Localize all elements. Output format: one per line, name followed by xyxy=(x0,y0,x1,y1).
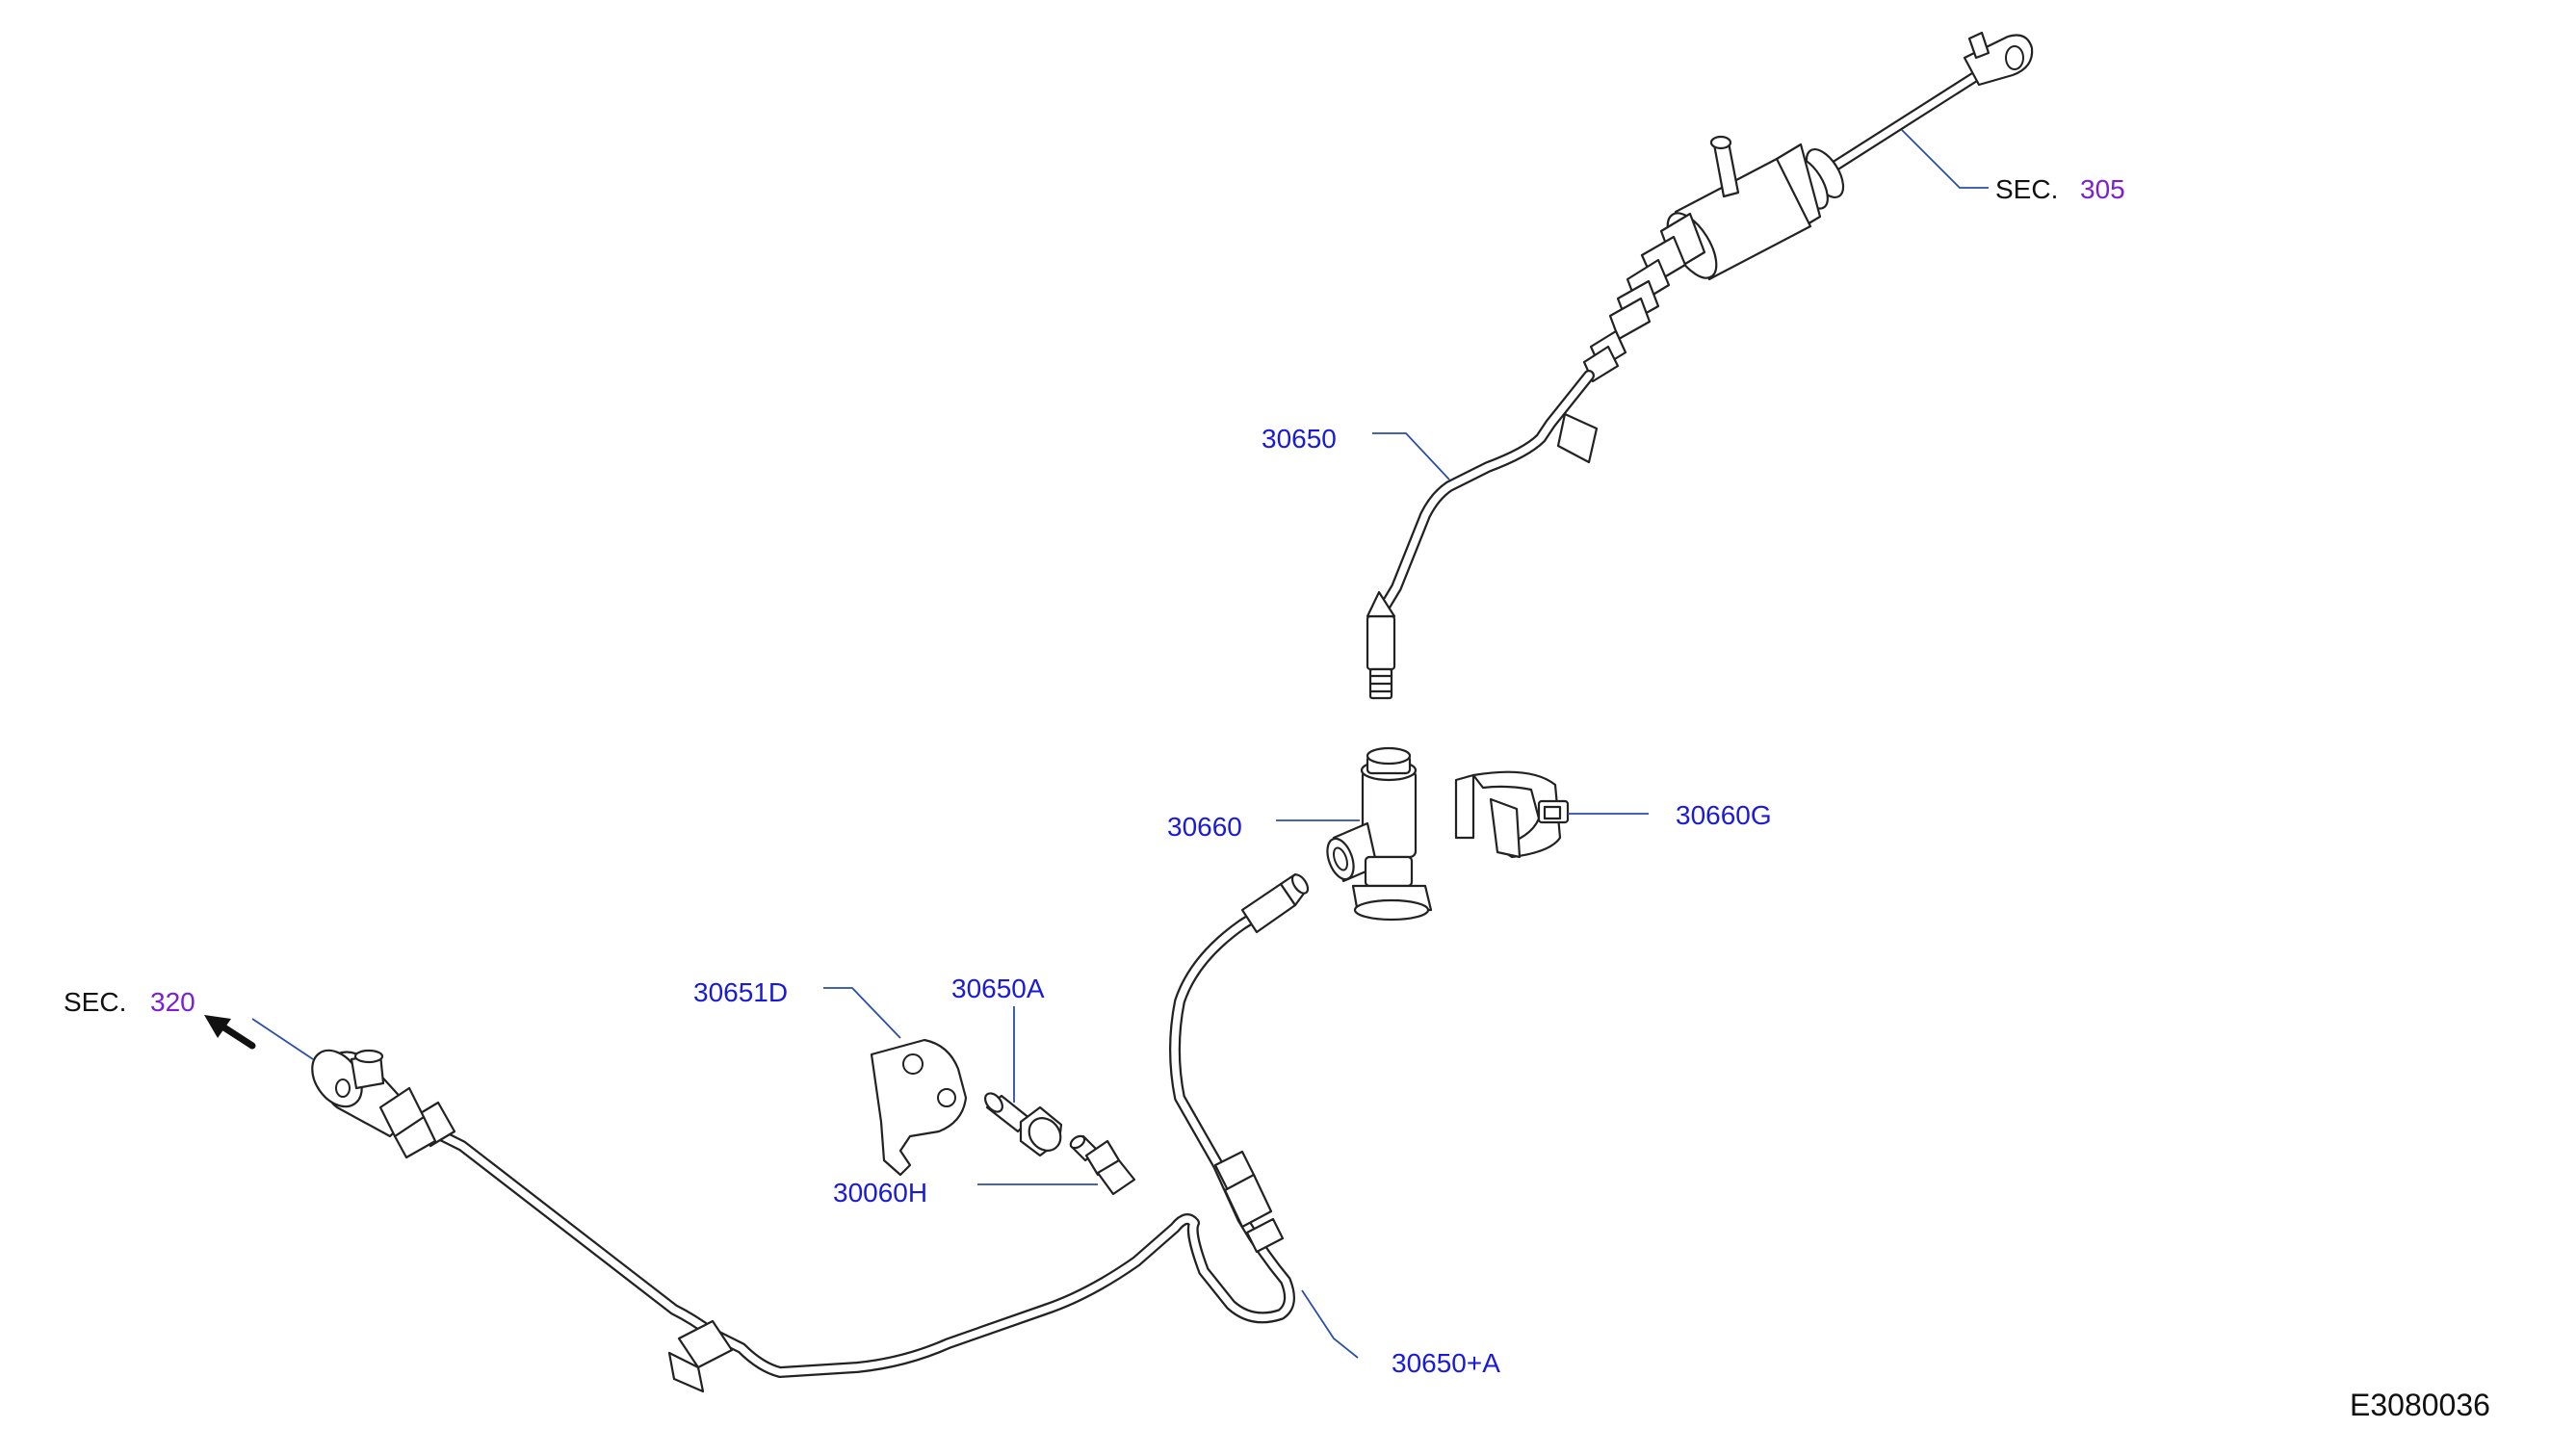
part-label-30650-plus-A[interactable]: 30650+A xyxy=(1392,1348,1500,1378)
leader-lines xyxy=(251,129,1989,1359)
part-label-30660[interactable]: 30660 xyxy=(1167,812,1242,842)
damper-clip[interactable] xyxy=(1454,770,1570,859)
bracket[interactable] xyxy=(870,1038,968,1177)
section-ref-305-number[interactable]: 305 xyxy=(2080,174,2125,204)
part-label-30650A[interactable]: 30650A xyxy=(951,974,1045,1003)
operating-cylinder[interactable] xyxy=(302,1041,426,1138)
section-ref-320-number[interactable]: 320 xyxy=(150,987,195,1017)
direction-arrow-icon xyxy=(204,1015,256,1050)
clutch-pipe-lower[interactable] xyxy=(393,872,1311,1393)
section-ref-305-prefix: SEC. xyxy=(1995,174,2058,204)
section-ref-320-prefix: SEC. xyxy=(64,987,126,1017)
part-label-30650[interactable]: 30650 xyxy=(1262,424,1337,454)
master-cylinder[interactable] xyxy=(1582,31,2034,383)
clutch-pipe-upper[interactable] xyxy=(1366,370,1599,700)
diagram-id: E3080036 xyxy=(2350,1388,2490,1422)
part-label-30060H[interactable]: 30060H xyxy=(833,1178,927,1208)
clutch-damper-joint[interactable] xyxy=(1322,746,1433,922)
part-label-30651D[interactable]: 30651D xyxy=(693,977,788,1007)
bolt[interactable] xyxy=(982,1090,1067,1157)
pipe-clip[interactable] xyxy=(1069,1133,1136,1196)
part-label-30660G[interactable]: 30660G xyxy=(1676,800,1772,830)
